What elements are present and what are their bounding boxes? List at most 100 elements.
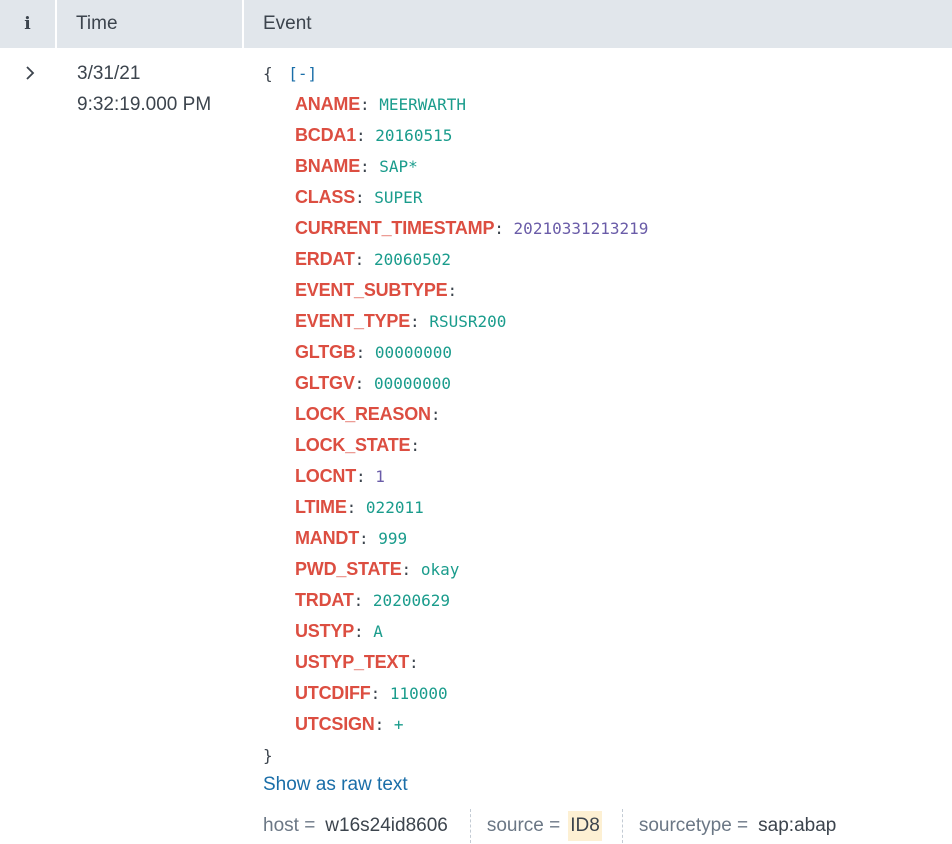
meta-item: source =ID8 <box>469 809 622 843</box>
field-value[interactable]: 110000 <box>389 684 448 703</box>
field-key[interactable]: ANAME <box>295 94 360 114</box>
field-key[interactable]: GLTGB <box>295 342 356 362</box>
field-colon: : <box>410 436 420 455</box>
field-value[interactable]: 022011 <box>365 498 424 517</box>
json-field-row: LOCNT: 1 <box>263 461 858 492</box>
event-column-header: Event <box>244 0 952 48</box>
field-value[interactable]: SUPER <box>374 188 423 207</box>
field-key[interactable]: EVENT_SUBTYPE <box>295 280 448 300</box>
field-value[interactable]: + <box>393 715 404 734</box>
json-field-row: CURRENT_TIMESTAMP: 20210331213219 <box>263 213 858 244</box>
field-colon: : <box>360 95 380 114</box>
field-value[interactable]: 20160515 <box>375 126 453 145</box>
close-brace: } <box>263 746 273 765</box>
json-field-row: LTIME: 022011 <box>263 492 858 523</box>
field-value[interactable]: 00000000 <box>373 374 451 393</box>
field-colon: : <box>355 188 375 207</box>
field-key[interactable]: LOCK_STATE <box>295 435 411 455</box>
meta-value[interactable]: sap:abap <box>758 815 837 836</box>
event-header-label: Event <box>263 13 312 34</box>
field-value[interactable]: 999 <box>378 529 408 548</box>
json-field-row: LOCK_STATE: <box>263 430 858 461</box>
json-field-row: PWD_STATE: okay <box>263 554 858 585</box>
field-value[interactable]: SAP* <box>379 157 418 176</box>
field-key[interactable]: UTCDIFF <box>295 683 371 703</box>
json-field-row: LOCK_REASON: <box>263 399 858 430</box>
json-field-row: USTYP: A <box>263 616 858 647</box>
field-colon: : <box>410 312 430 331</box>
field-colon: : <box>359 529 379 548</box>
json-field-row: EVENT_SUBTYPE: <box>263 275 858 306</box>
field-colon: : <box>346 498 366 517</box>
meta-item: sourcetype =sap:abap <box>621 809 859 843</box>
json-field-row: UTCSIGN: + <box>263 709 858 740</box>
event-date: 3/31/21 <box>77 63 141 84</box>
field-colon: : <box>356 126 376 145</box>
field-key[interactable]: CLASS <box>295 187 356 207</box>
field-colon: : <box>356 467 376 486</box>
field-key[interactable]: PWD_STATE <box>295 559 402 579</box>
field-colon: : <box>370 684 390 703</box>
time-column-header[interactable]: Time <box>57 0 244 48</box>
field-value[interactable]: RSUSR200 <box>429 312 507 331</box>
field-key[interactable]: BNAME <box>295 156 360 176</box>
json-field-row: ANAME: MEERWARTH <box>263 89 858 120</box>
field-value[interactable]: A <box>373 622 383 641</box>
expand-row-button[interactable] <box>20 60 40 86</box>
json-field-row: ERDAT: 20060502 <box>263 244 858 275</box>
json-field-row: UTCDIFF: 110000 <box>263 678 858 709</box>
field-colon: : <box>430 405 441 424</box>
field-value[interactable]: 20060502 <box>373 250 451 269</box>
json-field-row: EVENT_TYPE: RSUSR200 <box>263 306 858 337</box>
json-field-row: USTYP_TEXT: <box>263 647 858 678</box>
json-field-row: BNAME: SAP* <box>263 151 858 182</box>
field-colon: : <box>355 343 375 362</box>
field-key[interactable]: MANDT <box>295 528 359 548</box>
field-key[interactable]: CURRENT_TIMESTAMP <box>295 218 495 238</box>
field-key[interactable]: LTIME <box>295 497 347 517</box>
field-key[interactable]: TRDAT <box>295 590 354 610</box>
json-field-row: CLASS: SUPER <box>263 182 858 213</box>
field-key[interactable]: GLTGV <box>295 373 355 393</box>
show-raw-text-link[interactable]: Show as raw text <box>263 774 408 795</box>
json-field-row: TRDAT: 20200629 <box>263 585 858 616</box>
field-colon: : <box>401 560 421 579</box>
field-colon: : <box>494 219 514 238</box>
json-field-row: BCDA1: 20160515 <box>263 120 858 151</box>
field-colon: : <box>353 591 373 610</box>
field-value[interactable]: 20200629 <box>372 591 450 610</box>
table-header: i Time Event <box>0 0 952 48</box>
field-colon: : <box>354 374 374 393</box>
json-field-row: MANDT: 999 <box>263 523 858 554</box>
field-colon: : <box>409 653 419 672</box>
field-value[interactable]: 20210331213219 <box>513 219 649 238</box>
field-colon: : <box>354 622 374 641</box>
field-value[interactable]: 1 <box>375 467 385 486</box>
field-key[interactable]: EVENT_TYPE <box>295 311 411 331</box>
field-key[interactable]: USTYP_TEXT <box>295 652 410 672</box>
field-colon: : <box>354 250 374 269</box>
json-field-row: GLTGV: 00000000 <box>263 368 858 399</box>
meta-value[interactable]: w16s24id8606 <box>325 815 448 836</box>
field-key[interactable]: LOCNT <box>295 466 356 486</box>
time-header-label: Time <box>76 13 118 34</box>
info-column-header[interactable]: i <box>0 0 57 48</box>
field-value[interactable]: okay <box>420 560 460 579</box>
field-key[interactable]: ERDAT <box>295 249 355 269</box>
meta-label: host = <box>263 815 316 836</box>
meta-value[interactable]: ID8 <box>568 811 602 841</box>
field-value[interactable]: MEERWARTH <box>379 95 466 114</box>
info-icon: i <box>24 14 31 34</box>
json-field-row: GLTGB: 00000000 <box>263 337 858 368</box>
field-key[interactable]: BCDA1 <box>295 125 357 145</box>
open-brace: { <box>263 64 273 83</box>
field-key[interactable]: USTYP <box>295 621 355 641</box>
field-value[interactable]: 00000000 <box>374 343 452 362</box>
collapse-toggle[interactable]: [-] <box>288 64 318 83</box>
field-key[interactable]: UTCSIGN <box>295 714 375 734</box>
field-colon: : <box>360 157 380 176</box>
field-key[interactable]: LOCK_REASON <box>295 404 431 424</box>
